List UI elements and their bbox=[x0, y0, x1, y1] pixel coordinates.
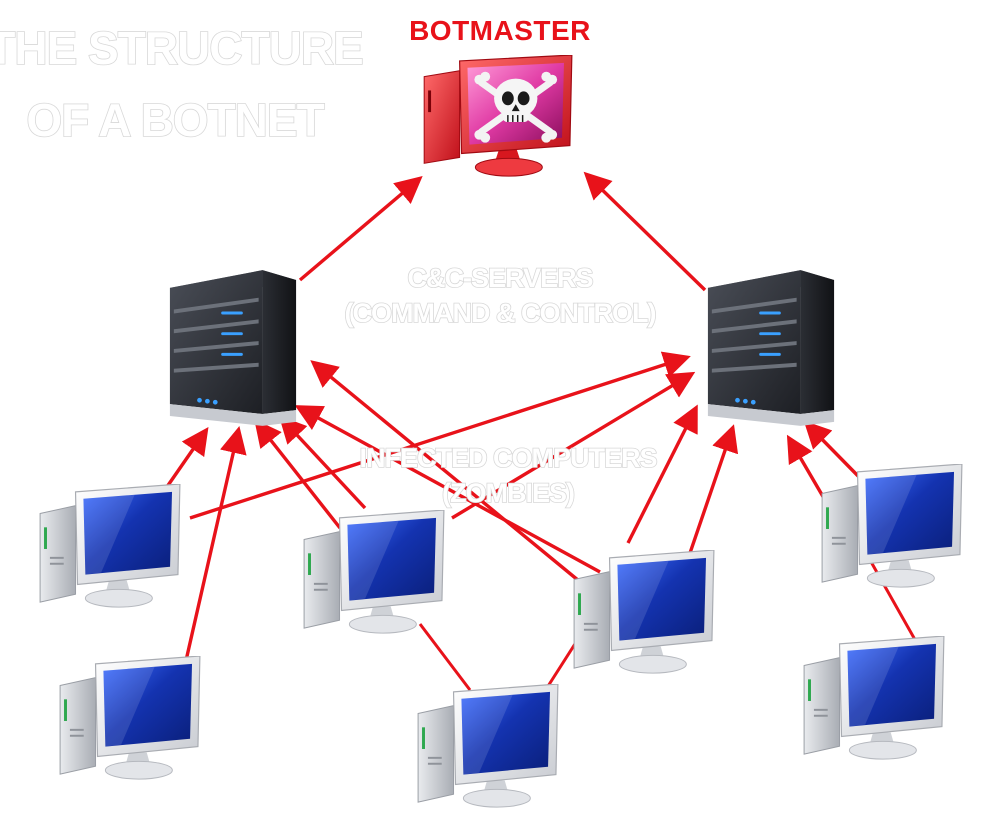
arrow-zombie-mid4-to-left-server bbox=[310, 360, 592, 592]
title-line-1: THE STRUCTURE bbox=[0, 22, 363, 74]
server-tower-icon-right bbox=[707, 270, 835, 426]
cc-servers-sublabel: (COMMAND & CONTROL) bbox=[345, 298, 656, 328]
arrow-zombie-tr1-to-right-server bbox=[786, 434, 827, 501]
infected-computers-label: INFECTED COMPUTERS bbox=[359, 443, 656, 473]
server-tower-icon-left bbox=[169, 270, 297, 426]
arrow-zombie-tr2-to-right-server bbox=[803, 420, 864, 482]
desktop-computer-icon-7 bbox=[803, 636, 945, 760]
connection-arrows bbox=[160, 171, 864, 666]
cc-servers-label: C&C-SERVERS bbox=[407, 263, 592, 293]
arrow-zombie-mid3-to-left-server bbox=[294, 405, 601, 574]
arrow-zombie-mid2-to-left-server bbox=[278, 415, 367, 510]
infected-computers-sublabel: (ZOMBIES) bbox=[442, 478, 574, 508]
desktop-computer-icon-6 bbox=[417, 684, 559, 808]
arrow-server-left-to-botmaster bbox=[298, 176, 423, 282]
arrow-zombie-bm-to-right-server bbox=[626, 404, 698, 544]
skull-monitor-icon bbox=[424, 55, 572, 176]
arrow-zombie-tl-to-right-server bbox=[189, 351, 691, 520]
arrow-zombie-tl-to-left-server bbox=[160, 426, 209, 495]
arrow-zombie-bl-to-left-server bbox=[183, 426, 247, 666]
arrow-zombie-mid1-to-left-server bbox=[254, 419, 342, 530]
desktop-computer-icon-4 bbox=[821, 464, 963, 588]
arrow-zombie-mr-to-right-server bbox=[688, 424, 739, 554]
desktop-computer-icon-1 bbox=[39, 484, 181, 608]
botmaster-label: BOTMASTER bbox=[409, 15, 591, 46]
arrow-zombie-mid1-to-right-server bbox=[451, 371, 696, 520]
desktop-computer-icon-5 bbox=[59, 656, 201, 780]
desktop-computer-icon-2 bbox=[303, 510, 445, 634]
arrow-server-right-to-botmaster bbox=[583, 171, 707, 292]
title-line-2: OF A BOTNET bbox=[26, 94, 324, 146]
